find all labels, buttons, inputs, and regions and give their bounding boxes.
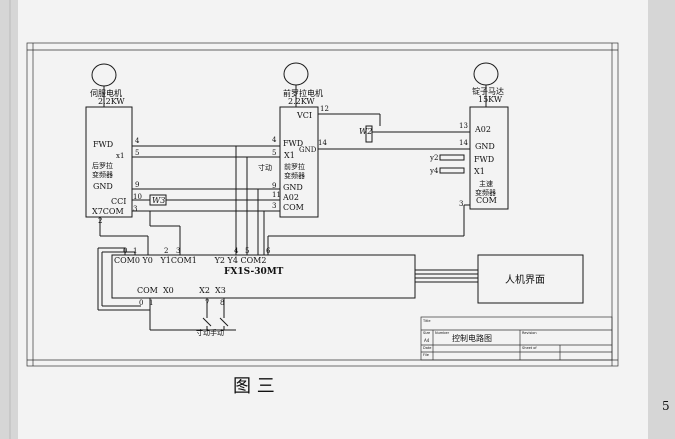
drawing-frame — [26, 42, 619, 367]
svg-text:Date: Date — [423, 346, 431, 350]
svg-text:X1: X1 — [284, 151, 295, 160]
svg-text:y2: y2 — [429, 154, 438, 162]
svg-text:2.2KW: 2.2KW — [98, 97, 125, 106]
svg-text:X1: X1 — [474, 167, 485, 176]
svg-text:变频器: 变频器 — [284, 171, 305, 180]
main-speed-vfd: A02 GND FWD X1 主速 变频器 COM — [469, 106, 509, 210]
svg-text:0: 0 — [139, 299, 143, 307]
svg-text:Number: Number — [435, 331, 450, 335]
svg-text:A02: A02 — [474, 125, 491, 134]
svg-text:3: 3 — [459, 200, 463, 208]
svg-text:13: 13 — [459, 122, 468, 130]
svg-text:COM: COM — [476, 196, 497, 205]
svg-text:5: 5 — [135, 149, 139, 157]
svg-text:A4: A4 — [424, 338, 430, 343]
svg-text:GND: GND — [299, 146, 317, 154]
svg-text:VCI: VCI — [296, 111, 312, 120]
svg-text:COM0 Y0 Y1COM1 Y2 Y4 C: COM0 Y0 Y1COM1 Y2 Y4 COM2 — [114, 256, 266, 265]
svg-text:5: 5 — [245, 247, 249, 255]
front-roller-vfd: VCI FWD GND X1 前罗拉 变频器 GND A02 COM — [279, 106, 319, 218]
svg-text:COM: COM — [283, 203, 304, 212]
svg-text:W3: W3 — [152, 196, 165, 205]
svg-text:10: 10 — [133, 193, 142, 201]
svg-text:X7COM: X7COM — [92, 207, 124, 216]
svg-text:4: 4 — [234, 247, 239, 255]
svg-text:GND: GND — [283, 183, 303, 192]
svg-text:COM X0 X2 X3: COM X0 X2 X3 — [137, 286, 226, 295]
svg-text:Title: Title — [422, 319, 431, 323]
svg-text:锭子马达: 锭子马达 — [472, 86, 504, 96]
svg-text:Sheet of: Sheet of — [522, 346, 537, 350]
wiring — [97, 113, 470, 311]
svg-text:Size: Size — [423, 331, 430, 335]
title-block: Title Size Number Revision A4 Date Sheet… — [420, 316, 613, 361]
figure-caption: 图 三 — [233, 376, 275, 397]
svg-text:变频器: 变频器 — [475, 188, 496, 197]
svg-text:控制电路图: 控制电路图 — [452, 333, 492, 343]
svg-text:y4: y4 — [429, 167, 439, 175]
svg-text:3: 3 — [176, 247, 180, 255]
svg-text:1: 1 — [133, 247, 137, 255]
svg-text:A02: A02 — [282, 193, 299, 202]
manual-switches — [149, 298, 236, 331]
svg-text:寸动手动: 寸动手动 — [196, 328, 224, 337]
svg-text:2.2KW: 2.2KW — [288, 97, 315, 106]
svg-text:8: 8 — [220, 299, 224, 307]
svg-text:FX1S-30MT: FX1S-30MT — [224, 267, 284, 277]
svg-text:伺服电机: 伺服电机 — [90, 88, 122, 98]
svg-text:5: 5 — [272, 149, 276, 157]
svg-text:x1: x1 — [116, 152, 124, 160]
svg-text:变频器: 变频器 — [92, 170, 113, 179]
svg-text:6: 6 — [266, 247, 271, 255]
svg-text:GND: GND — [475, 142, 495, 151]
svg-text:FWD: FWD — [93, 140, 113, 149]
svg-text:FWD: FWD — [474, 155, 494, 164]
svg-text:9: 9 — [135, 181, 139, 189]
svg-text:寸动: 寸动 — [258, 163, 272, 172]
potentiometer-w2: W2 — [359, 125, 395, 143]
svg-text:人机界面: 人机界面 — [505, 273, 545, 286]
svg-text:主速: 主速 — [479, 179, 493, 188]
svg-text:0: 0 — [123, 247, 127, 255]
plc-fx1s: COM0 Y0 Y1COM1 Y2 Y4 COM2 FX1S-30MT COM … — [111, 247, 416, 307]
svg-text:14: 14 — [459, 139, 468, 147]
svg-text:FWD: FWD — [283, 139, 303, 148]
svg-text:11: 11 — [272, 191, 281, 199]
svg-text:1: 1 — [149, 299, 153, 307]
svg-text:CCI: CCI — [111, 197, 126, 206]
svg-text:后罗拉: 后罗拉 — [92, 161, 113, 170]
svg-text:Revision: Revision — [522, 331, 537, 335]
svg-text:9: 9 — [272, 182, 276, 190]
rear-roller-vfd: FWD x1 后罗拉 变频器 GND CCI X7COM — [85, 106, 133, 218]
svg-text:前罗拉电机: 前罗拉电机 — [283, 88, 323, 98]
svg-text:4: 4 — [135, 137, 140, 145]
svg-text:W2: W2 — [359, 127, 372, 136]
svg-text:3: 3 — [133, 205, 137, 213]
potentiometer-w3: W3 — [149, 194, 167, 206]
svg-text:前罗拉: 前罗拉 — [284, 162, 305, 171]
svg-text:GND: GND — [93, 182, 113, 191]
svg-text:15KW: 15KW — [478, 95, 503, 104]
hmi-panel: 人机界面 — [477, 254, 584, 304]
page-number: 5 — [662, 399, 670, 413]
svg-text:4: 4 — [272, 136, 277, 144]
svg-text:File: File — [423, 353, 429, 357]
svg-text:2: 2 — [164, 247, 168, 255]
svg-text:14: 14 — [318, 139, 327, 147]
svg-text:12: 12 — [320, 105, 329, 113]
svg-text:3: 3 — [272, 202, 276, 210]
